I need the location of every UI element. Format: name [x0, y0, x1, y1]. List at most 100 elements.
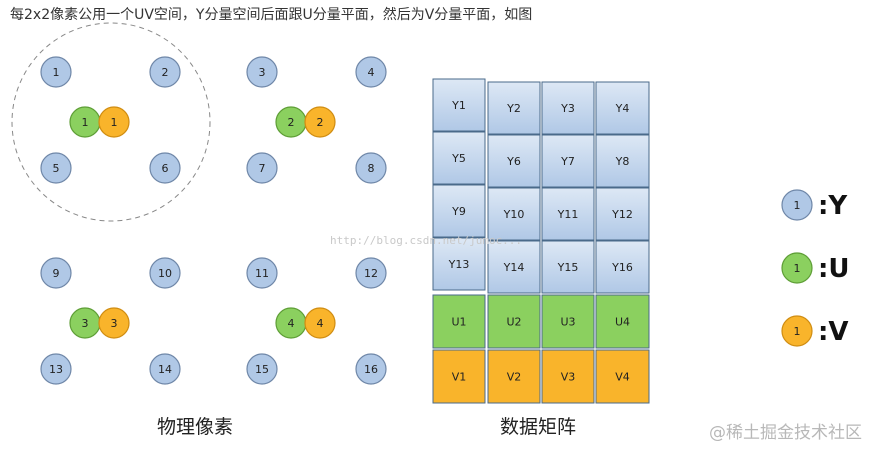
- matrix-cell-Y11-label: Y11: [557, 208, 579, 221]
- y-pixel-11: 11: [246, 257, 278, 289]
- matrix-cell-Y12: Y12: [595, 187, 650, 241]
- y-pixel-1-label: 1: [53, 66, 60, 79]
- matrix-cell-Y10-label: Y10: [503, 208, 525, 221]
- matrix-cell-Y8-shape: [595, 134, 650, 188]
- matrix-cell-Y12-shape: [595, 187, 650, 241]
- v-sample-4-shape: [304, 307, 336, 339]
- caption: 每2x2像素公用一个UV空间，Y分量空间后面跟U分量平面，然后为V分量平面，如图: [10, 7, 533, 23]
- matrix-cell-V3-shape: [541, 349, 595, 404]
- y-pixel-6-label: 6: [162, 162, 169, 175]
- y-pixel-10-shape: [149, 257, 181, 289]
- dashed-group-circle: [11, 22, 211, 222]
- legend-y-swatch: 1: [781, 189, 813, 221]
- u-sample-4-label: 4: [288, 317, 295, 330]
- y-pixel-7-label: 7: [259, 162, 266, 175]
- y-pixel-14: 14: [149, 353, 181, 385]
- matrix-cell-Y1: Y1: [432, 78, 486, 132]
- watermark-url: http://blog.csdn.net/jumoc...: [330, 234, 523, 247]
- matrix-cell-V4: V4: [595, 349, 650, 404]
- matrix-cell-Y7-shape: [541, 134, 595, 188]
- matrix-cell-V2-label: V2: [507, 371, 522, 384]
- y-pixel-11-label: 11: [255, 267, 269, 280]
- v-sample-1: 1: [98, 106, 130, 138]
- matrix-cell-Y15-label: Y15: [557, 261, 579, 274]
- matrix-cell-Y11-shape: [541, 187, 595, 241]
- y-pixel-3-label: 3: [259, 66, 266, 79]
- matrix-cell-V3-label: V3: [561, 371, 576, 384]
- legend-item-v: 1 :V: [781, 315, 849, 347]
- matrix-cell-Y4-label: Y4: [615, 102, 630, 115]
- y-pixel-13-label: 13: [49, 363, 63, 376]
- matrix-cell-U2-label: U2: [506, 316, 521, 329]
- legend-u-label: :U: [818, 254, 850, 284]
- y-pixel-12: 12: [355, 257, 387, 289]
- physical-pixels-title: 物理像素: [156, 416, 234, 438]
- matrix-cell-V2-shape: [487, 349, 541, 404]
- y-pixel-2: 2: [149, 56, 181, 88]
- matrix-cell-U3-label: U3: [560, 316, 575, 329]
- y-pixel-1-shape: [40, 56, 72, 88]
- matrix-cell-Y9-label: Y9: [451, 205, 466, 218]
- u-sample-2: 2: [275, 106, 307, 138]
- y-pixel-8-shape: [355, 152, 387, 184]
- matrix-cell-Y5: Y5: [432, 131, 486, 185]
- u-sample-1-label: 1: [82, 116, 89, 129]
- matrix-cell-Y3-label: Y3: [560, 102, 575, 115]
- y-pixel-5: 5: [40, 152, 72, 184]
- y-pixel-9-label: 9: [53, 267, 60, 280]
- u-sample-4: 4: [275, 307, 307, 339]
- v-sample-1-shape: [98, 106, 130, 138]
- legend-v-label: :V: [818, 317, 849, 347]
- y-pixel-5-shape: [40, 152, 72, 184]
- y-pixel-10-label: 10: [158, 267, 172, 280]
- matrix-cell-Y5-label: Y5: [451, 152, 466, 165]
- matrix-cell-Y15: Y15: [541, 240, 595, 294]
- y-pixel-2-shape: [149, 56, 181, 88]
- y-pixel-14-shape: [149, 353, 181, 385]
- matrix-cell-Y2: Y2: [487, 81, 541, 135]
- legend-v-swatch-label: 1: [794, 325, 801, 338]
- legend-u-swatch-shape: [781, 252, 813, 284]
- y-pixel-3-shape: [246, 56, 278, 88]
- y-pixel-6-shape: [149, 152, 181, 184]
- matrix-cell-U4: U4: [595, 294, 650, 349]
- legend-layer: 1 :Y 1 :U 1 :V: [781, 189, 850, 347]
- matrix-cell-U2: U2: [487, 294, 541, 349]
- v-sample-4-label: 4: [317, 317, 324, 330]
- matrix-cell-Y4: Y4: [595, 81, 650, 135]
- matrix-cell-U3-shape: [541, 294, 595, 349]
- matrix-cell-Y14-label: Y14: [503, 261, 525, 274]
- matrix-cell-V1-shape: [432, 349, 486, 404]
- y-pixel-4-shape: [355, 56, 387, 88]
- legend-u-swatch-label: 1: [794, 262, 801, 275]
- legend-y-label: :Y: [818, 191, 848, 221]
- y-pixel-15: 15: [246, 353, 278, 385]
- matrix-cell-Y11: Y11: [541, 187, 595, 241]
- matrix-cell-V1: V1: [432, 349, 486, 404]
- v-sample-4: 4: [304, 307, 336, 339]
- v-sample-3-shape: [98, 307, 130, 339]
- y-pixel-5-label: 5: [53, 162, 60, 175]
- u-sample-2-label: 2: [288, 116, 295, 129]
- matrix-cell-Y5-shape: [432, 131, 486, 185]
- matrix-cell-U1: U1: [432, 294, 486, 349]
- y-pixel-13: 13: [40, 353, 72, 385]
- legend-u-swatch: 1: [781, 252, 813, 284]
- matrix-cell-Y14: Y14: [487, 240, 541, 294]
- matrix-cell-Y7: Y7: [541, 134, 595, 188]
- matrix-cell-Y3-shape: [541, 81, 595, 135]
- matrix-cell-Y16-shape: [595, 240, 650, 294]
- matrix-cell-Y13-shape: [432, 237, 486, 291]
- legend-y-swatch-label: 1: [794, 199, 801, 212]
- matrix-cell-Y6: Y6: [487, 134, 541, 188]
- matrix-cell-Y15-shape: [541, 240, 595, 294]
- matrix-cell-V4-label: V4: [615, 371, 630, 384]
- matrix-cell-Y6-label: Y6: [506, 155, 521, 168]
- matrix-cell-Y16-label: Y16: [611, 261, 633, 274]
- v-sample-2: 2: [304, 106, 336, 138]
- legend-item-u: 1 :U: [781, 252, 850, 284]
- matrix-cell-Y8: Y8: [595, 134, 650, 188]
- matrix-cell-Y14-shape: [487, 240, 541, 294]
- site-watermark: @稀土掘金技术社区: [709, 423, 862, 443]
